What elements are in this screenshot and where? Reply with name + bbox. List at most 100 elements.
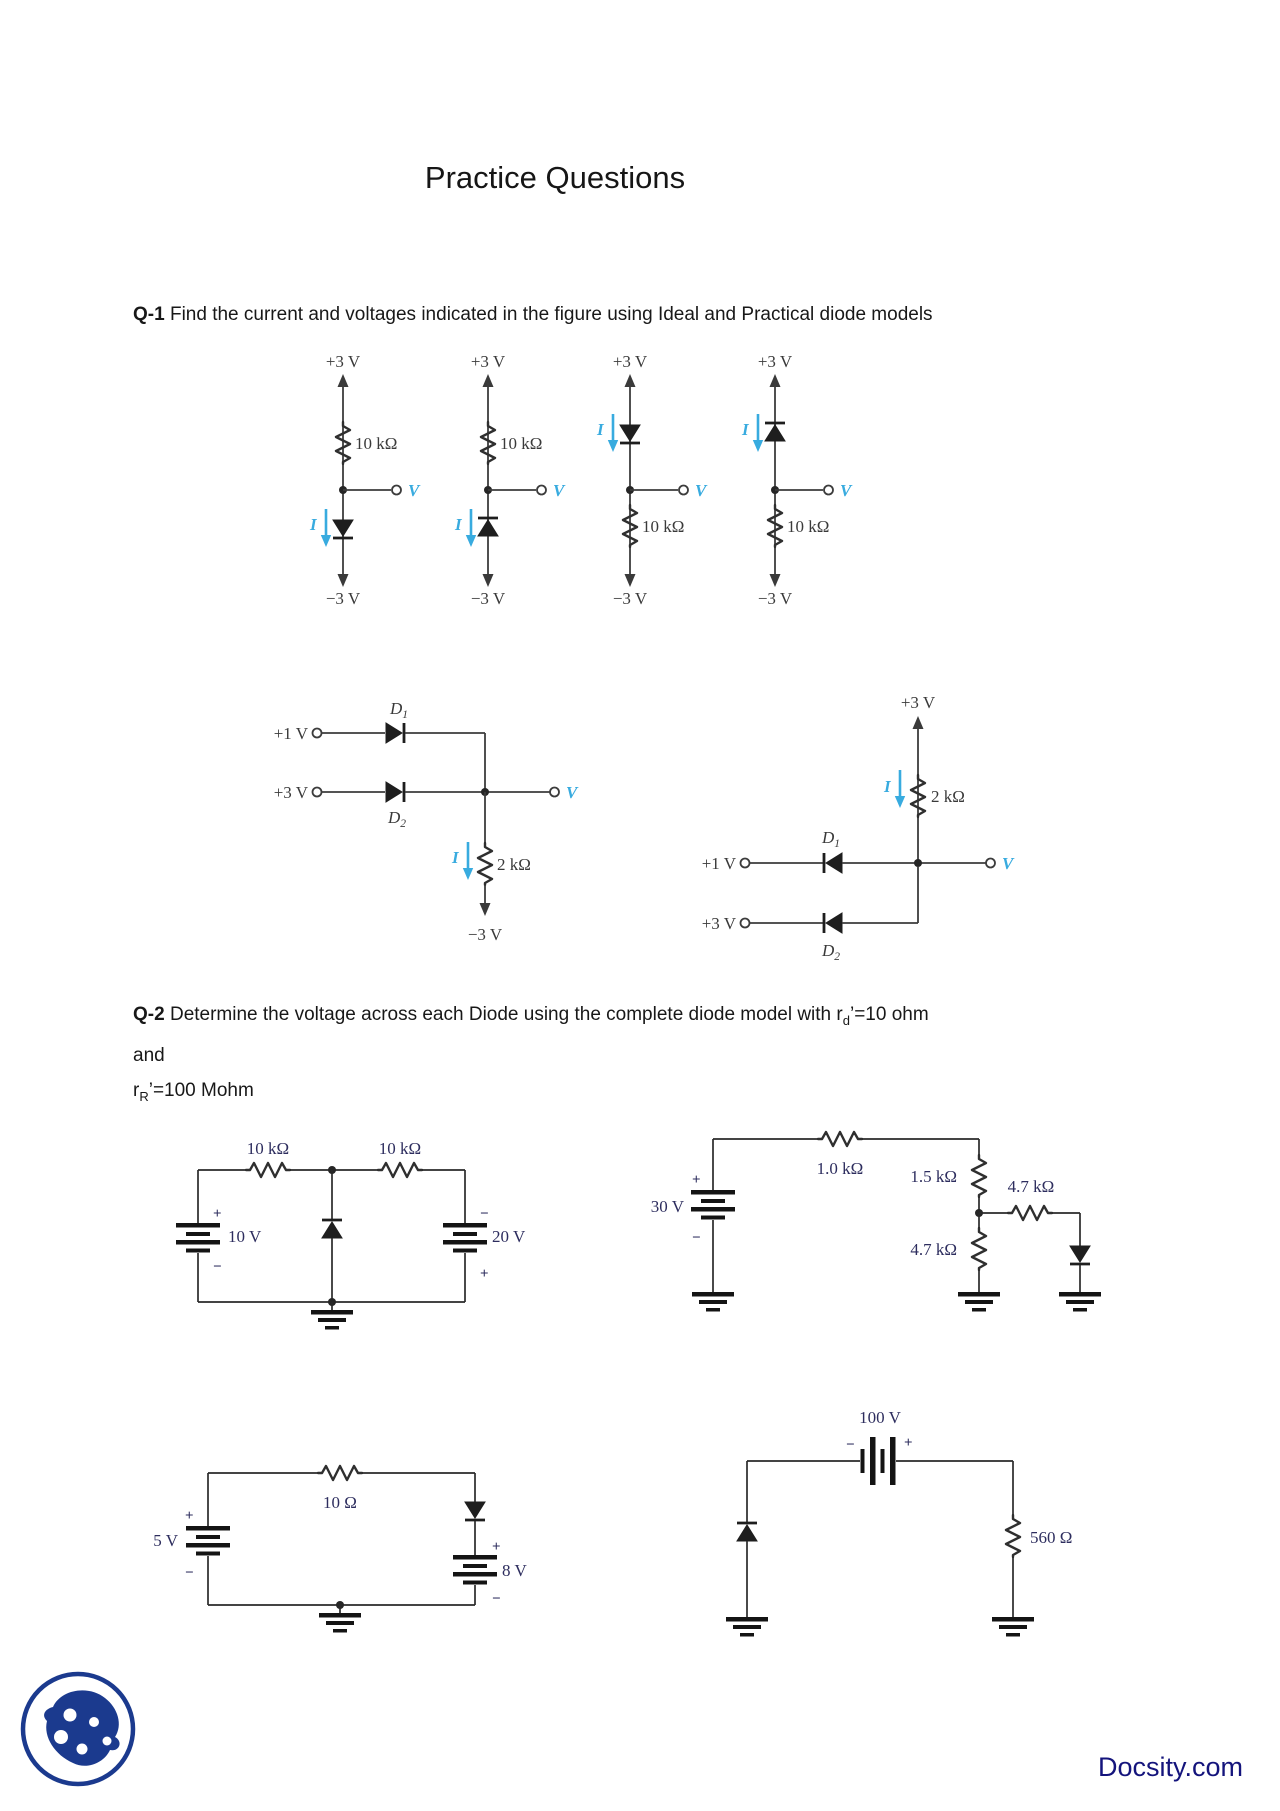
- current-arrow-icon: [751, 412, 765, 454]
- input1-terminal: [739, 857, 751, 869]
- current-label: I: [596, 420, 605, 439]
- output-terminal: [985, 857, 996, 869]
- diode-left-icon: [822, 911, 844, 935]
- diode1-sub: 1: [402, 709, 408, 721]
- resistor-label: 10 Ω: [323, 1493, 357, 1512]
- current-arrow-icon: [319, 507, 333, 549]
- logo-dot: [89, 1717, 99, 1727]
- minus-sign: −: [480, 1206, 489, 1222]
- page-title: Practice Questions: [424, 160, 686, 195]
- diode1-label: D1: [389, 699, 408, 721]
- output-label: V: [840, 481, 853, 500]
- battery: [453, 1555, 497, 1585]
- output-label: V: [1002, 854, 1015, 873]
- ground-icon: [1059, 1292, 1101, 1312]
- current-label: I: [454, 515, 463, 534]
- diode1-label: D1: [821, 828, 840, 850]
- input2-label: +3 V: [702, 914, 737, 933]
- source1-label: 10 V: [228, 1227, 262, 1246]
- diode-up-icon: [320, 1218, 344, 1240]
- input1-terminal: [311, 727, 323, 739]
- arrow-down-icon: [482, 574, 494, 587]
- logo-dot: [76, 1743, 88, 1755]
- question-2-text-2: ’=10 ohm and: [133, 1004, 929, 1066]
- diode2-label: D2: [821, 941, 840, 963]
- question-2-sub-r: R: [139, 1088, 149, 1104]
- input1-label: +1 V: [702, 854, 737, 873]
- diode2-name: D: [821, 941, 835, 960]
- supply-pos-label: +3 V: [613, 352, 648, 371]
- source-label: 30 V: [651, 1197, 685, 1216]
- arrow-down-icon: [337, 574, 349, 587]
- junction-dot: [914, 859, 922, 867]
- diode2-label: D2: [387, 808, 406, 830]
- plus-sign: +: [480, 1266, 489, 1282]
- current-label: I: [309, 515, 318, 534]
- question-2-text-1: Determine the voltage across each Diode …: [169, 1004, 843, 1025]
- resistor-label: 2 kΩ: [497, 855, 531, 874]
- supply-pos-label: +3 V: [326, 352, 361, 371]
- resistor2-label: 1.5 kΩ: [910, 1167, 957, 1186]
- battery: [176, 1223, 220, 1253]
- diode-up-icon: [763, 421, 787, 443]
- logo-dot: [54, 1730, 68, 1744]
- current-arrow-icon: [464, 507, 478, 549]
- supply-pos-label: +3 V: [758, 352, 793, 371]
- logo-dot: [63, 1708, 77, 1722]
- q1-circuit-2: +3 V −3 V 10 kΩ V I: [454, 352, 566, 608]
- resistor1-label: 10 kΩ: [247, 1139, 289, 1158]
- question-2-text-3: r: [133, 1079, 140, 1101]
- resistor: [1006, 1204, 1054, 1222]
- diode-down-icon: [618, 423, 642, 445]
- logo-circle: [20, 1671, 136, 1787]
- plus-sign: +: [692, 1172, 701, 1188]
- q1-figure-or-gate-left: D1 +1 V +3 V D2 V 2 kΩ I −3 V: [274, 699, 579, 944]
- resistor1-label: 1.0 kΩ: [817, 1159, 864, 1178]
- minus-sign: −: [846, 1437, 855, 1453]
- supply-neg-label: −3 V: [471, 589, 506, 608]
- diode-right-icon: [384, 780, 406, 804]
- arrow-down-icon: [624, 574, 636, 587]
- current-arrow-icon: [461, 840, 475, 882]
- resistor-label: 10 kΩ: [355, 434, 397, 453]
- current-label: I: [883, 777, 892, 796]
- logo-dot: [102, 1736, 112, 1746]
- arrow-up-icon: [624, 374, 636, 387]
- diode-right-icon: [384, 721, 406, 745]
- diode-left-icon: [822, 851, 844, 875]
- resistor: [376, 1161, 424, 1179]
- plus-sign: +: [185, 1508, 194, 1524]
- q2-figure-100v: 100 V − + 560 Ω: [726, 1408, 1072, 1637]
- q1-circuit-4: +3 V −3 V I V 10 kΩ: [741, 352, 853, 608]
- question-1: Q-1 Find the current and voltages indica…: [133, 297, 963, 332]
- output-terminal: [823, 484, 834, 496]
- supply-neg-label: −3 V: [758, 589, 793, 608]
- source-label: 5 V: [153, 1531, 178, 1550]
- supply-neg-label: −3 V: [468, 925, 503, 944]
- diode-down-icon: [1068, 1244, 1092, 1266]
- resistor-label: 10 kΩ: [642, 517, 684, 536]
- output-label: V: [408, 481, 421, 500]
- supply-neg-label: −3 V: [326, 589, 361, 608]
- minus-sign: −: [692, 1230, 701, 1246]
- output-terminal: [536, 484, 547, 496]
- diode-down-icon: [331, 518, 355, 540]
- current-arrow-icon: [606, 412, 620, 454]
- output-label: V: [566, 783, 579, 802]
- arrow-down-icon: [769, 574, 781, 587]
- arrow-down-icon: [479, 903, 491, 916]
- resistor-label: 10 kΩ: [500, 434, 542, 453]
- output-terminal: [391, 484, 402, 496]
- current-label: I: [451, 848, 460, 867]
- question-2: Q-2 Determine the voltage across each Di…: [133, 997, 963, 1114]
- supply-pos-label: +3 V: [471, 352, 506, 371]
- minus-sign: −: [213, 1259, 222, 1275]
- diode-up-icon: [476, 516, 500, 538]
- input1-label: +1 V: [274, 724, 309, 743]
- minus-sign: −: [185, 1565, 194, 1581]
- input2-terminal: [739, 917, 751, 929]
- diode1-name: D: [821, 828, 835, 847]
- output-terminal: [549, 786, 560, 798]
- diode-up-icon: [735, 1521, 759, 1543]
- question-1-text: Find the current and voltages indicated …: [169, 304, 933, 325]
